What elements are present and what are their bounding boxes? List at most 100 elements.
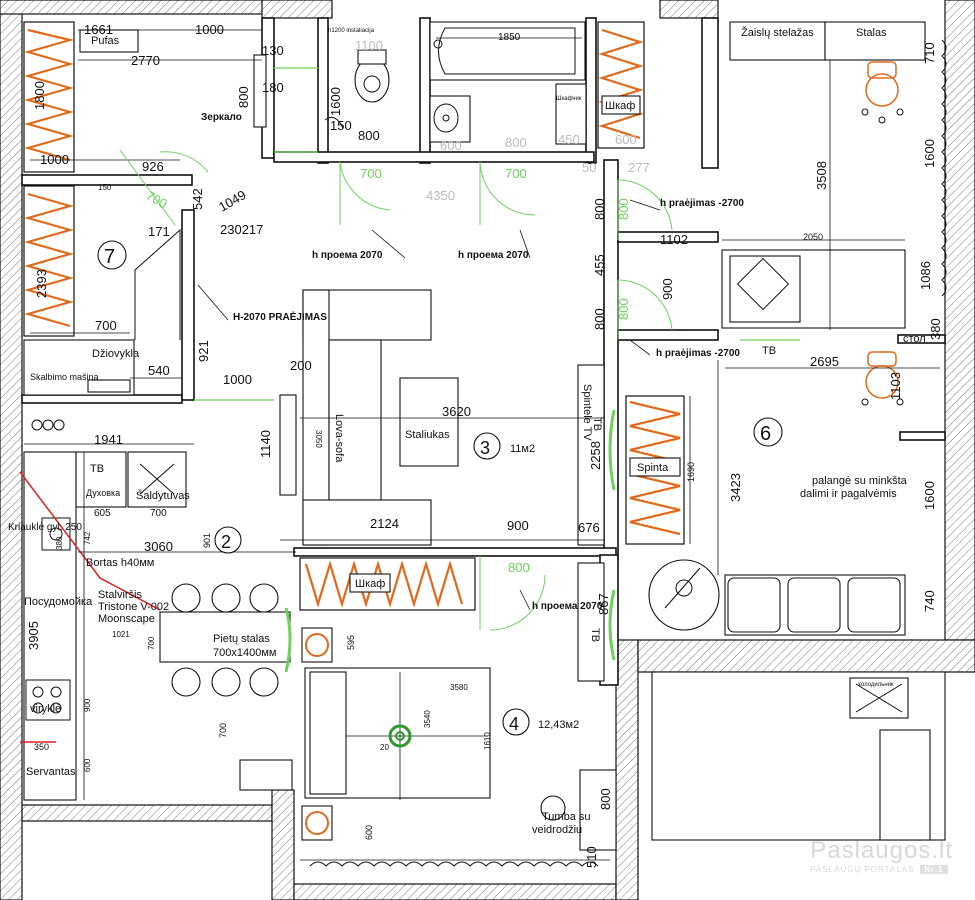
dim-700-dining: 700 [147, 636, 156, 650]
dim-900-living: 900 [507, 518, 529, 533]
dim-230217: 230217 [220, 222, 263, 237]
countertop-label-2: Tristone V-002 [98, 601, 169, 613]
dim-2393: 2393 [34, 269, 49, 298]
dim-605: 605 [94, 508, 111, 519]
watermark-tagline-row: PASLAUGŲ PORTALAS Nr.1 [810, 865, 953, 874]
dim-277: 277 [628, 160, 650, 175]
watermark: Paslaugos.lt PASLAUGŲ PORTALAS Nr.1 [810, 837, 953, 874]
wardrobe-top-zigzag [598, 28, 644, 140]
dim-4350: 4350 [426, 188, 455, 203]
dim-20: 20 [380, 743, 389, 752]
sofa-label: Lova-sofa [333, 414, 345, 463]
dim-700-door-3: 700 [505, 166, 527, 181]
dim-1000-left: 1000 [40, 152, 69, 167]
dim-1600-sill: 1600 [922, 481, 937, 510]
dim-800-mirror: 800 [236, 86, 251, 108]
dim-800-door-room6-2: 800 [616, 298, 631, 320]
dim-600-bath: 600 [440, 138, 462, 153]
dim-1103: 1103 [888, 372, 903, 400]
dim-1086: 1086 [918, 261, 933, 290]
dim-921: 921 [196, 340, 211, 362]
curtain-bottom [309, 861, 599, 867]
room-3-number: 3 [480, 438, 490, 458]
bottom-right-area: холодильник [651, 671, 946, 841]
dim-742: 742 [83, 531, 92, 545]
watermark-badge: Nr.1 [920, 865, 948, 874]
room-3-area: 11м2 [510, 443, 535, 455]
kitchen: TB Духовка Šaldytuvas Kriauklė gyl. 250 … [8, 419, 296, 801]
coffee-table-label: Staliukas [405, 429, 450, 441]
dim-3540: 3540 [423, 710, 432, 728]
dim-2258: 2258 [588, 441, 603, 470]
dim-740: 740 [922, 590, 937, 612]
dim-200: 200 [290, 358, 312, 373]
passage-labels: h проема 2070 h проема 2070 h проема 207… [233, 198, 776, 612]
chair-mid [861, 351, 904, 406]
sideboard-label: Servantas [26, 766, 76, 778]
dim-700-fridge: 700 [150, 508, 167, 519]
dim-800-vanity: 800 [598, 788, 613, 810]
dim-1102: 1102 [660, 232, 688, 247]
pufas-label: Pufas [91, 35, 120, 47]
room-4-area: 12,43м2 [538, 719, 579, 731]
dining-label-2: 700x1400мм [213, 647, 276, 659]
dim-1000-mid: 1000 [223, 372, 252, 387]
dim-800-door-room6-1: 800 [616, 198, 631, 220]
dim-800-passage-2: 800 [592, 308, 607, 330]
dim-3905: 3905 [26, 621, 41, 650]
dim-3508: 3508 [814, 161, 829, 190]
fridge-label-2: холодильник [858, 682, 894, 688]
room-6: Žaislų stelažas Stalas стол palangė su m… [717, 21, 940, 636]
toy-shelf-label: Žaislų stelažas [741, 26, 814, 39]
oven-label: Духовка [86, 488, 120, 498]
room-number-circles: 7 2 3 11м2 4 12,43м2 6 [97, 240, 783, 736]
chair-top [861, 61, 904, 124]
dim-600-wardrobe: 600 [615, 132, 637, 147]
countertop-label-3: Moonscape [98, 613, 155, 625]
opening-label-2: h проема 2070 [458, 250, 529, 261]
stove-label: viryklė [30, 703, 61, 715]
dim-800-wc: 800 [358, 128, 380, 143]
bathroom: Шкафчик [429, 21, 587, 145]
dim-900-room6: 900 [660, 278, 675, 300]
dimension-labels: 1661 1000 2770 1800 1000 130 180 800 160… [26, 22, 943, 868]
dim-1600-room6: 1600 [922, 139, 937, 168]
room-4: Шкаф TB Tumbа su veidrodžiu [299, 557, 617, 851]
installation-label: h1200 instaliacija [328, 28, 375, 34]
countertop-label-1: Stalviršis [98, 589, 143, 601]
dim-1800: 1800 [32, 81, 47, 110]
top-left-room: Pufas Зеркало [23, 21, 267, 173]
dim-901: 901 [202, 533, 212, 548]
passage-label-1: h praėjimas -2700 [660, 198, 744, 209]
tv-label-living: TB [591, 417, 603, 431]
dim-1661: 1661 [84, 22, 113, 37]
dim-2770: 2770 [131, 53, 160, 68]
tv-label-room6: TB [762, 345, 776, 357]
opening-label-3: h проема 2070 [532, 601, 603, 612]
dim-1600-wc: 1600 [328, 87, 343, 116]
dim-1100: 1100 [355, 38, 383, 53]
dim-600-bed: 600 [364, 825, 374, 840]
dim-3580: 3580 [450, 683, 468, 692]
dim-1850: 1850 [498, 32, 521, 43]
dim-800-bath: 800 [505, 135, 527, 150]
dim-542: 542 [190, 188, 205, 210]
dim-700-dining-2: 700 [218, 723, 228, 738]
dim-700-room7: 700 [95, 318, 117, 333]
vanity-label-2: veidrodžiu [532, 824, 582, 836]
dim-700-door-2: 700 [360, 166, 382, 181]
dim-380-sink: 380 [55, 536, 64, 550]
interior-walls [21, 17, 946, 686]
chair-round [648, 559, 720, 631]
dim-676: 676 [578, 520, 600, 535]
wardrobe-spinta-label: Spinta [637, 462, 669, 474]
dim-1049: 1049 [216, 187, 249, 214]
room-3: Lova-sofa Staliukas Spintele TV TB [279, 289, 616, 546]
washer-label: Skalbimo mašina [30, 372, 99, 382]
dim-380: 380 [928, 318, 943, 340]
table-label: Stalas [856, 27, 887, 39]
dim-3423: 3423 [728, 473, 743, 502]
desk-label: стол [903, 333, 926, 345]
watermark-tagline: PASLAUGŲ PORTALAS [810, 865, 915, 874]
wardrobe-room4-label: Шкаф [355, 578, 385, 590]
